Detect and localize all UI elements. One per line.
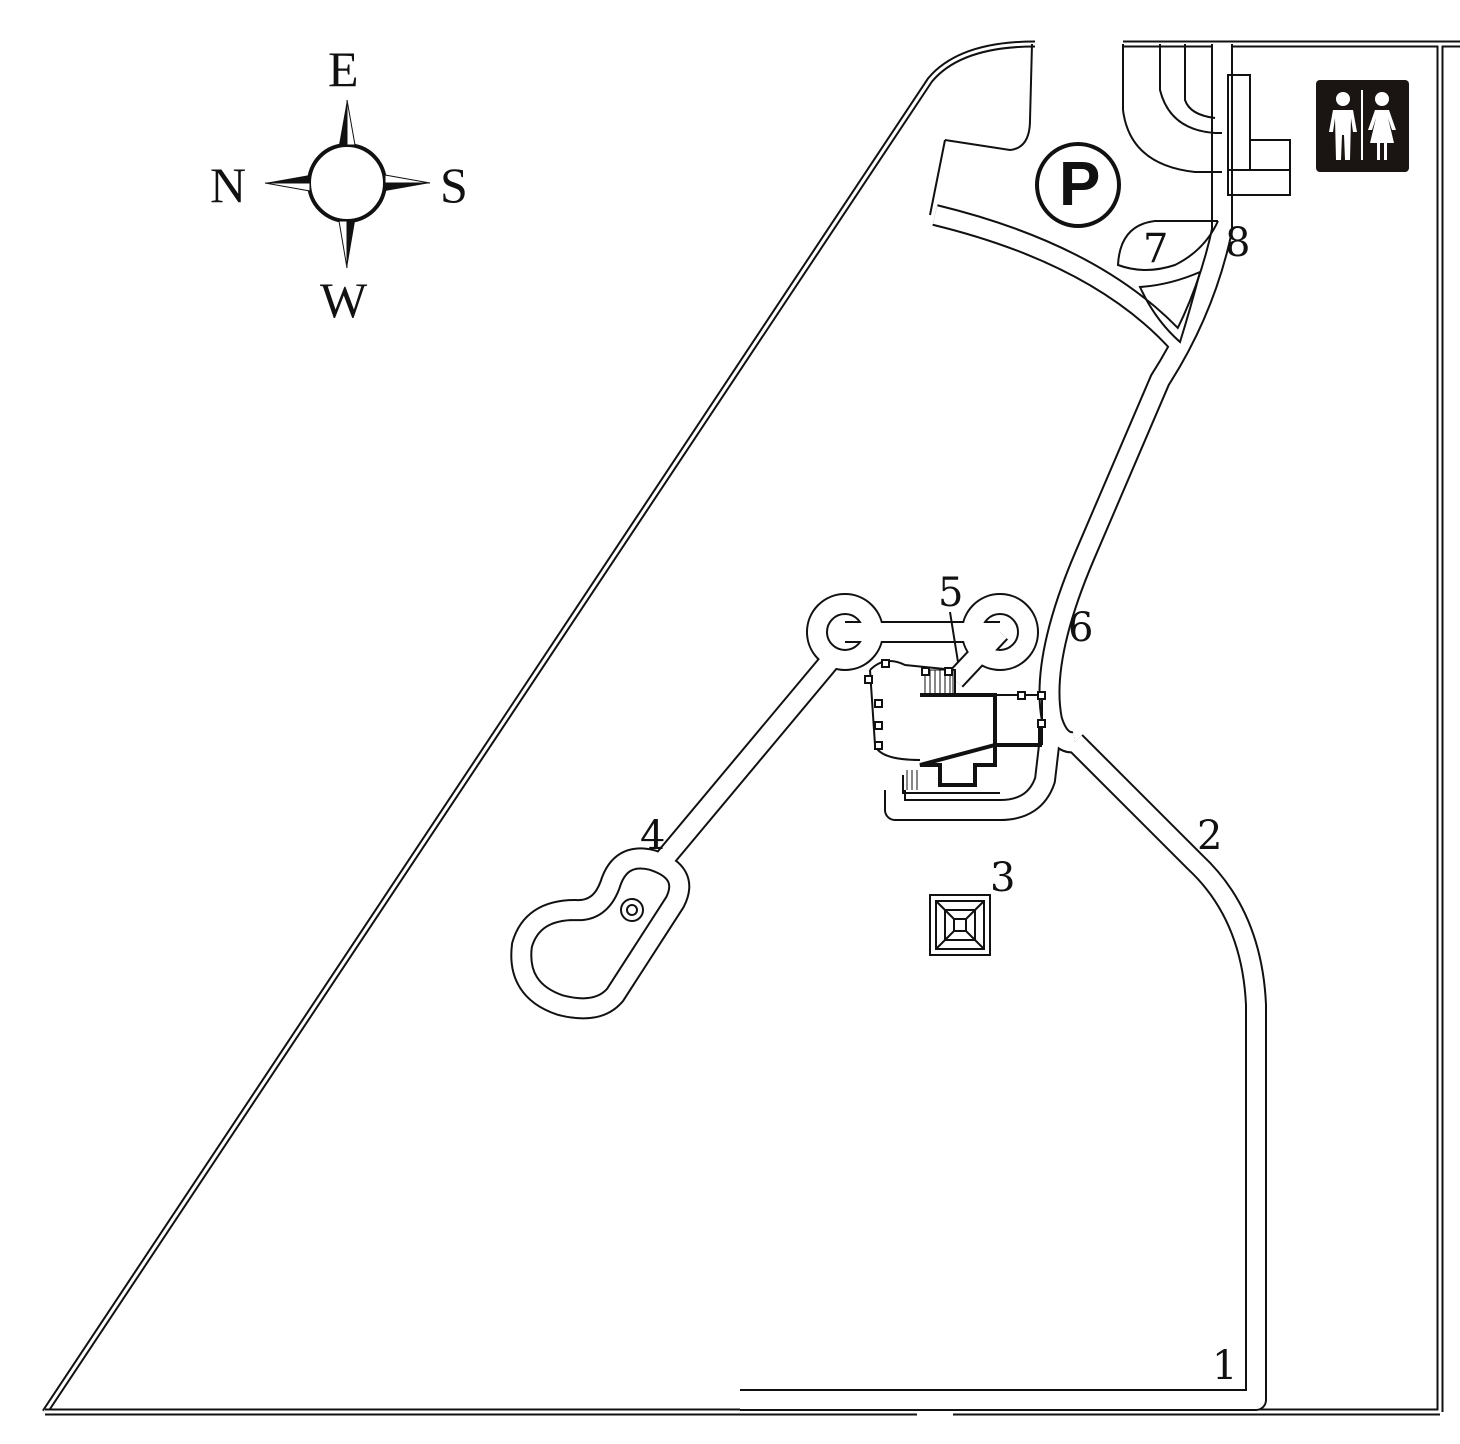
compass-west-label: W <box>320 272 368 328</box>
compass-south-label: S <box>440 157 468 213</box>
restroom-icon <box>1316 80 1409 172</box>
marker-3[interactable]: 3 <box>990 855 1016 901</box>
building-5 <box>864 611 1046 794</box>
compass-east-label: E <box>328 41 359 97</box>
marker-6[interactable]: 6 <box>1068 605 1094 651</box>
marker-4[interactable]: 4 <box>640 813 666 859</box>
parking-lot <box>929 43 1291 344</box>
marker-5[interactable]: 5 <box>938 570 964 616</box>
compass-north-label: N <box>210 157 247 213</box>
site-boundary <box>42 40 1460 1416</box>
marker-2[interactable]: 2 <box>1197 813 1223 859</box>
marker-8[interactable]: 8 <box>1225 220 1251 266</box>
marker-1[interactable]: 1 <box>1212 1343 1238 1389</box>
monument-3 <box>929 894 991 956</box>
roads <box>510 44 1267 1411</box>
fountain-4 <box>620 898 644 922</box>
marker-7[interactable]: 7 <box>1143 226 1169 272</box>
compass-rose <box>264 99 431 269</box>
parking-icon <box>1035 142 1121 228</box>
parking-label: P <box>1059 150 1101 219</box>
